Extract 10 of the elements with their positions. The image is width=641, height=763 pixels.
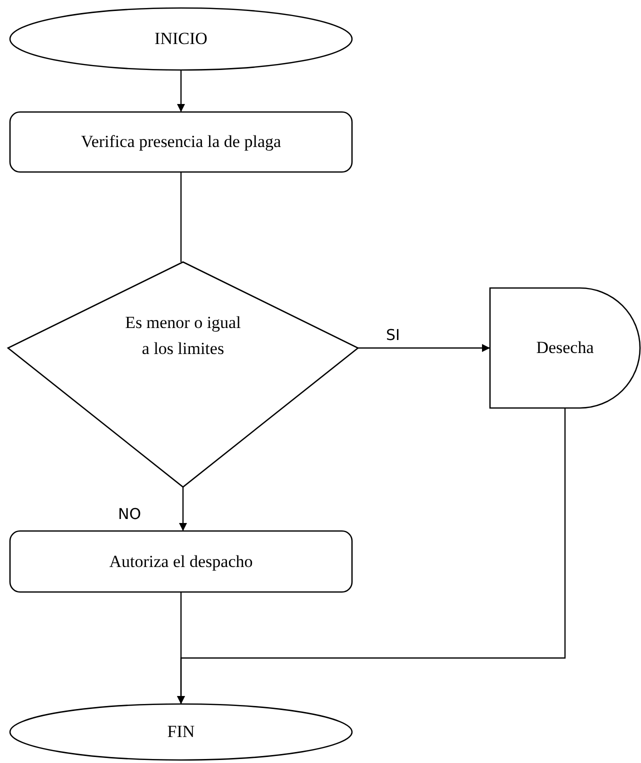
node-text: FIN (167, 722, 195, 742)
arrow (177, 70, 185, 112)
arrow (177, 408, 566, 704)
node-text: INICIO (154, 29, 208, 49)
arrow (358, 344, 490, 352)
node-text: Autoriza el despacho (109, 552, 253, 572)
arrow (179, 487, 187, 531)
node-text: Verifica presencia la de plaga (80, 132, 282, 152)
node-text: Es menor o igual a los limites (124, 312, 242, 360)
node-text: Desecha (536, 338, 594, 358)
